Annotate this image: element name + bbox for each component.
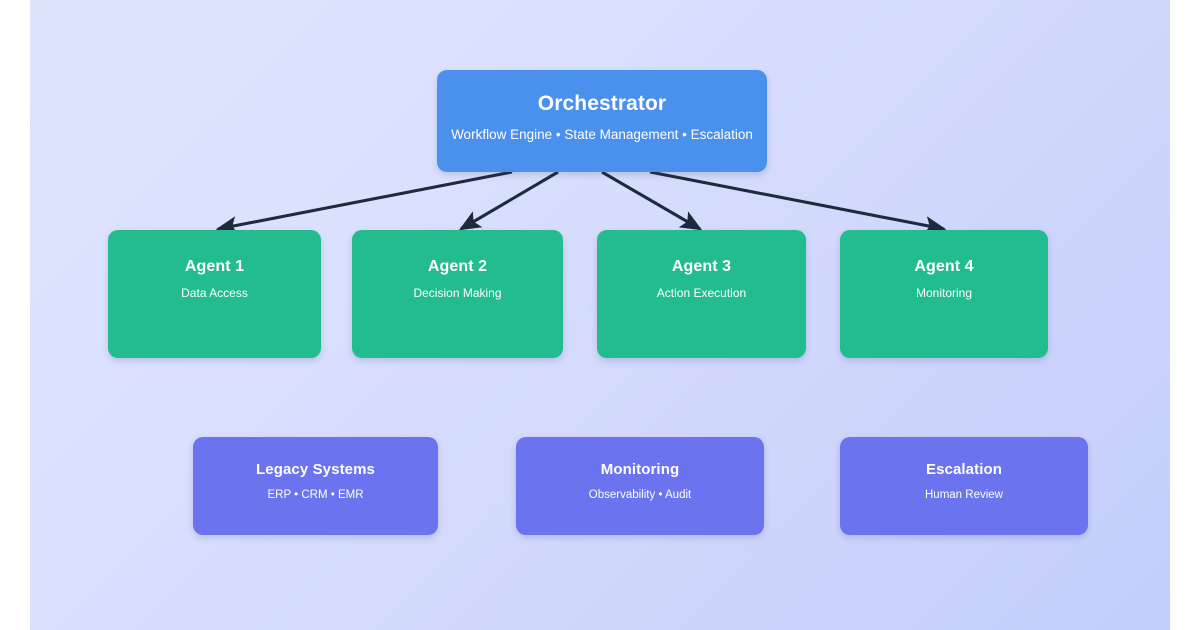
node-agent-4-subtitle: Monitoring	[915, 285, 973, 300]
node-agent-3-subtitle: Action Execution	[656, 285, 747, 300]
node-agent-1-subtitle: Data Access	[181, 285, 248, 300]
node-escalation[interactable]: Escalation Human Review	[840, 437, 1088, 535]
node-agent-1-title: Agent 1	[184, 258, 245, 275]
node-legacy-systems-title: Legacy Systems	[256, 461, 375, 478]
node-monitoring[interactable]: Monitoring Observability • Audit	[516, 437, 764, 535]
node-legacy-systems-subtitle: ERP • CRM • EMR	[267, 488, 364, 501]
node-agent-4-title: Agent 4	[914, 258, 974, 275]
node-monitoring-title: Monitoring	[600, 461, 680, 478]
node-agent-2-subtitle: Decision Making	[413, 285, 502, 300]
node-escalation-subtitle: Human Review	[925, 488, 1003, 501]
node-agent-1[interactable]: Agent 1 Data Access	[108, 230, 321, 358]
node-legacy-systems[interactable]: Legacy Systems ERP • CRM • EMR	[193, 437, 438, 535]
node-escalation-title: Escalation	[925, 461, 1003, 478]
node-orchestrator-title: Orchestrator	[537, 92, 667, 115]
node-agent-2-title: Agent 2	[427, 258, 488, 275]
node-monitoring-subtitle: Observability • Audit	[588, 488, 692, 501]
node-orchestrator[interactable]: Orchestrator Workflow Engine • State Man…	[437, 70, 767, 172]
node-agent-3-title: Agent 3	[671, 258, 732, 275]
node-agent-3[interactable]: Agent 3 Action Execution	[597, 230, 806, 358]
node-orchestrator-subtitle: Workflow Engine • State Management • Esc…	[451, 127, 753, 143]
node-agent-2[interactable]: Agent 2 Decision Making	[352, 230, 563, 358]
node-agent-4[interactable]: Agent 4 Monitoring	[840, 230, 1048, 358]
